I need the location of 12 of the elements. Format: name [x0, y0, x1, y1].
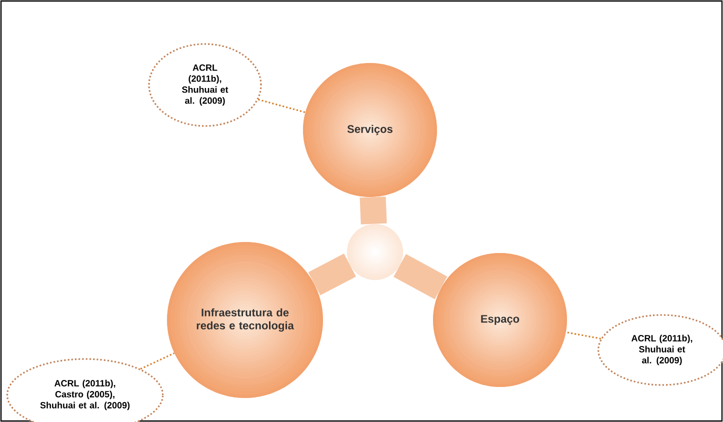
callout-tail [258, 98, 306, 114]
speech-bubble: ACRL (2011b), Castro (2005), Shuhuai et al. (2009) [6, 358, 164, 422]
node-label: ACRL (2011b), Shuhuai et al. (2009) [631, 334, 692, 366]
callout-tail [566, 331, 602, 340]
connector-band [308, 254, 356, 296]
speech-bubble: ACRL (2011b), Shuhuai et al. (2009) [598, 314, 723, 386]
node-label: ACRL (2011b), Castro (2005), Shuhuai et al. (2009) [40, 380, 130, 410]
hub-circle [347, 224, 403, 280]
speech-bubble: ACRL (2011b), Shuhuai et al. (2009) [148, 43, 262, 127]
callout-tail [140, 352, 175, 370]
connector-band [360, 196, 387, 224]
connector-band [394, 254, 448, 300]
